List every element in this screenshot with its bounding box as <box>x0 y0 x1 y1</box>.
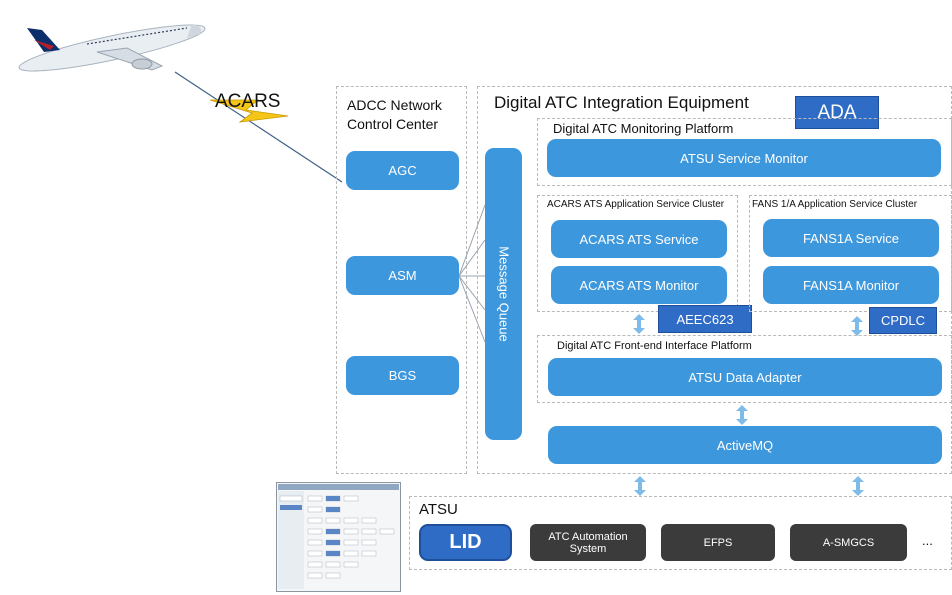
updown-arrow-icon <box>633 314 645 334</box>
message-queue-label: Message Queue <box>496 246 511 342</box>
asm-node: ASM <box>346 256 459 295</box>
agc-node: AGC <box>346 151 459 190</box>
atsu-title: ATSU <box>419 501 458 518</box>
efps-node: EFPS <box>661 524 775 561</box>
message-queue: Message Queue <box>485 148 522 440</box>
acars-cluster-title: ACARS ATS Application Service Cluster <box>547 199 725 210</box>
adcc-title-line2: Control Center <box>347 116 439 132</box>
fans1a-service: FANS1A Service <box>763 219 939 257</box>
frontend-platform-title: Digital ATC Front-end Interface Platform <box>557 340 752 352</box>
adcc-title-line1: ADCC Network <box>347 97 442 113</box>
cpdlc-tag: CPDLC <box>869 307 937 334</box>
acars-ats-monitor: ACARS ATS Monitor <box>551 266 727 304</box>
atsu-service-monitor: ATSU Service Monitor <box>547 139 941 177</box>
activemq-node: ActiveMQ <box>548 426 942 464</box>
updown-arrow-icon <box>852 476 864 496</box>
bgs-node: BGS <box>346 356 459 395</box>
lid-node: LID <box>419 524 512 561</box>
fans1a-monitor: FANS1A Monitor <box>763 266 939 304</box>
fans-cluster-title: FANS 1/A Application Service Cluster <box>752 199 918 210</box>
more-indicator: ... <box>922 533 933 548</box>
adcc-container <box>336 86 467 474</box>
acars-cluster-container <box>537 195 738 312</box>
a-smgcs-node: A-SMGCS <box>790 524 907 561</box>
updown-arrow-icon <box>634 476 646 496</box>
updown-arrow-icon <box>736 405 748 425</box>
airplane-image <box>18 24 206 72</box>
acars-ats-service: ACARS ATS Service <box>551 220 727 258</box>
digital-atc-title: Digital ATC Integration Equipment <box>494 93 749 112</box>
asm-connector-lines <box>459 204 486 343</box>
atc-automation-system: ATC Automation System <box>530 524 646 561</box>
acars-datalink-icon <box>174 71 343 183</box>
lid-screenshot-thumbnail <box>276 482 401 592</box>
acars-label: ACARS <box>215 91 281 112</box>
updown-arrow-icon <box>851 316 863 336</box>
atsu-data-adapter: ATSU Data Adapter <box>548 358 942 396</box>
aeec623-tag: AEEC623 <box>658 305 752 333</box>
ada-tag: ADA <box>795 96 879 129</box>
monitoring-platform-title: Digital ATC Monitoring Platform <box>553 121 734 136</box>
